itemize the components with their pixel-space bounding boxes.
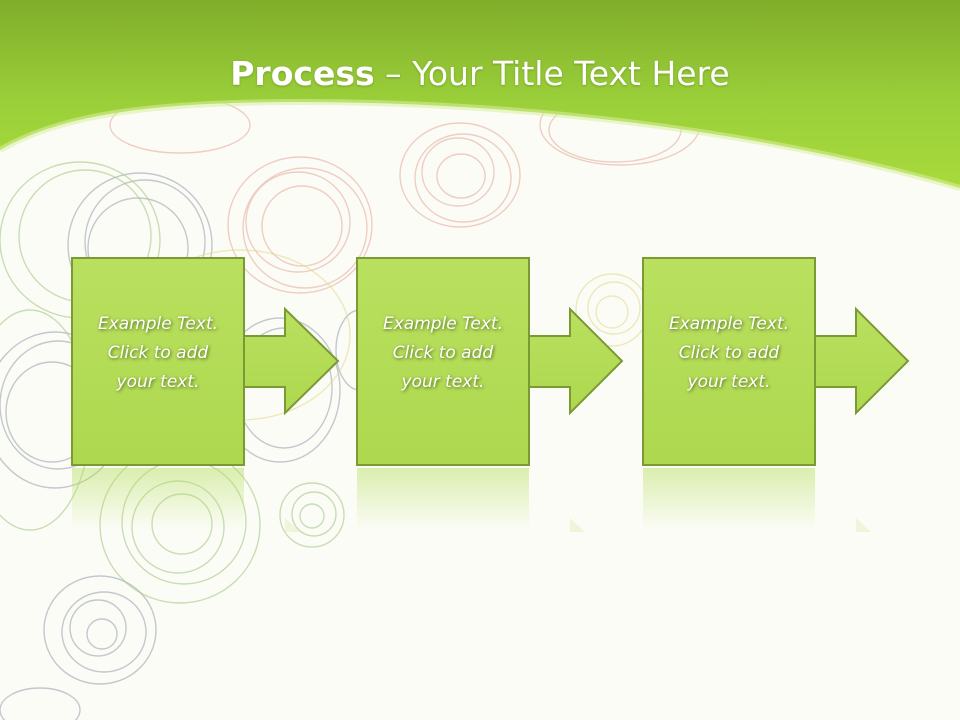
step-reflections [72,468,871,532]
process-step-1[interactable] [71,257,340,466]
title-dash: – [374,54,413,93]
step-text-line: Click to add [107,343,209,363]
step-text-line: Click to add [392,343,494,363]
title-bold-part: Process [230,54,375,93]
header-band [0,0,960,188]
step-1-text[interactable]: Example Text. Click to add your text. [72,310,244,397]
step-text-line: Example Text. [668,314,790,334]
step-text-line: Example Text. [97,314,219,334]
step-text-line: Click to add [678,343,780,363]
arrow-right-icon [528,306,624,416]
slide-title[interactable]: Process – Your Title Text Here [0,52,960,96]
header-curve-highlight [0,98,960,191]
process-step-3[interactable] [642,257,910,466]
step-text-line: your text. [116,372,200,392]
step-2-text[interactable]: Example Text. Click to add your text. [357,310,529,397]
title-text: Your Title Text Here [412,54,730,93]
arrow-right-icon [243,306,340,416]
process-steps [71,257,910,532]
arrow-right-icon [814,306,910,416]
step-text-line: your text. [687,372,771,392]
step-text-line: Example Text. [382,314,504,334]
step-3-text[interactable]: Example Text. Click to add your text. [643,310,815,397]
process-step-2[interactable] [356,257,624,466]
step-text-line: your text. [401,372,485,392]
